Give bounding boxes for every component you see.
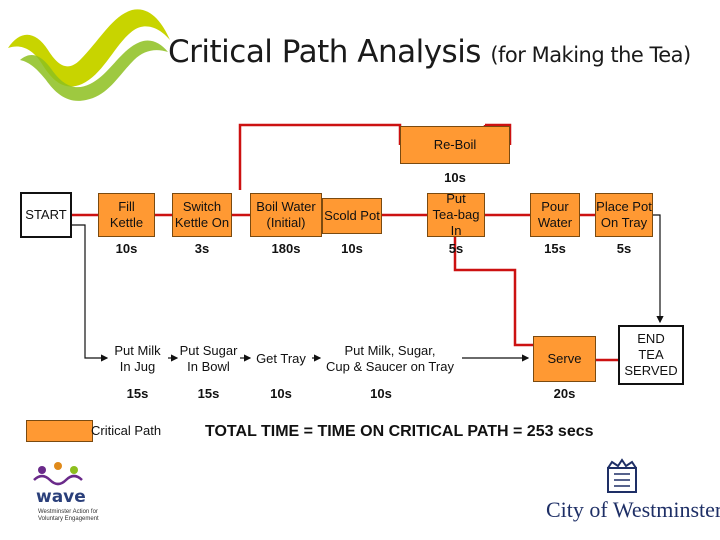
duration-re-boil: 10s — [444, 170, 466, 185]
title-sub: (for Making the Tea) — [490, 43, 691, 67]
duration-put-milk-sugar: 10s — [370, 386, 392, 401]
duration-put-sugar-bowl: 15s — [197, 386, 220, 401]
node-place-pot: Place Pot On Tray — [595, 193, 653, 237]
wave-logo-name: wave — [36, 487, 86, 507]
duration-fill-kettle: 10s — [115, 241, 138, 256]
node-put-milk-sugar: Put Milk, Sugar, Cup & Saucer on Tray — [326, 343, 454, 374]
total-time: TOTAL TIME = TIME ON CRITICAL PATH = 253… — [205, 423, 594, 440]
duration-get-tray: 10s — [270, 386, 292, 401]
duration-switch-kettle: 3s — [194, 241, 210, 256]
node-end: END TEA SERVED — [618, 325, 684, 385]
legend-swatch — [26, 420, 93, 442]
node-re-boil: Re-Boil — [400, 126, 510, 164]
duration-serve: 20s — [553, 386, 576, 401]
node-put-milk-jug: Put Milk In Jug — [114, 343, 161, 374]
duration-boil-water: 180s — [271, 241, 301, 256]
node-put-sugar-bowl: Put Sugar In Bowl — [179, 343, 238, 374]
node-boil-water: Boil Water (Initial) — [250, 193, 322, 237]
node-put-teabag: Put Tea-bag In — [427, 193, 485, 237]
node-switch-kettle: Switch Kettle On — [172, 193, 232, 237]
duration-pour-water: 15s — [544, 241, 566, 256]
wave-logo-tagline: Westminster Action for Voluntary Engagem… — [38, 509, 99, 522]
duration-scold-pot: 10s — [341, 241, 363, 256]
duration-put-teabag: 5s — [448, 241, 464, 256]
westminster-crest-icon — [607, 458, 637, 493]
node-scold-pot: Scold Pot — [322, 198, 382, 234]
legend-label: Critical Path — [91, 423, 162, 438]
node-fill-kettle: Fill Kettle — [98, 193, 155, 237]
node-get-tray: Get Tray — [256, 351, 306, 366]
duration-put-milk-jug: 15s — [126, 386, 149, 401]
node-serve: Serve — [533, 336, 596, 382]
wave-logo-icon — [33, 462, 83, 486]
page-title: Critical Path Analysis (for Making the T… — [168, 34, 691, 70]
node-pour-water: Pour Water — [530, 193, 580, 237]
swoosh-logo-icon — [8, 9, 170, 101]
westminster-logo-name: City of Westminster — [546, 497, 720, 522]
node-start: START — [20, 192, 72, 238]
duration-place-pot: 5s — [616, 241, 632, 256]
title-main: Critical Path Analysis — [168, 34, 481, 70]
